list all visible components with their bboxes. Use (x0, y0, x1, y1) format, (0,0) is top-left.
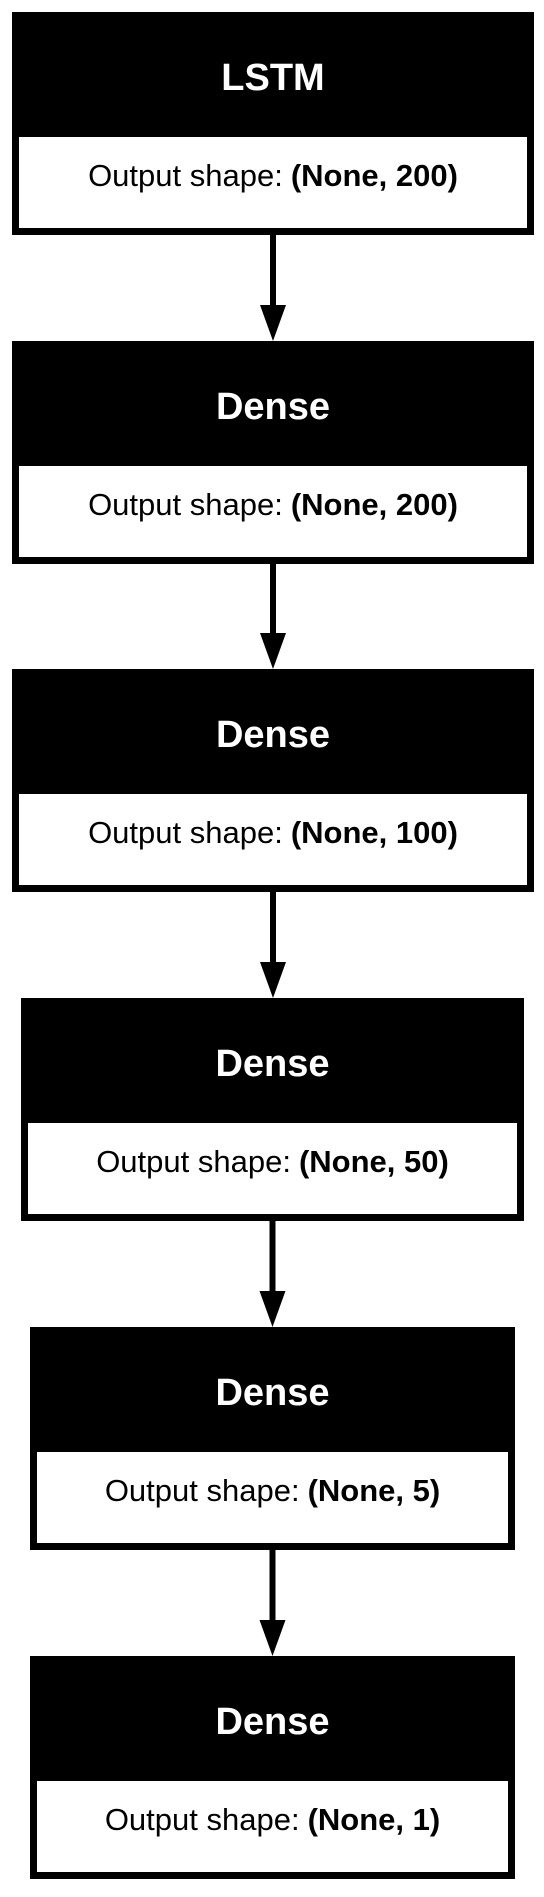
connector-arrowhead (259, 1620, 286, 1656)
layer-title: Dense (19, 348, 527, 466)
connector-arrowhead (259, 1291, 286, 1327)
layer-title: LSTM (19, 19, 527, 137)
output-shape-label: Output shape: (88, 814, 283, 850)
layer-node-dense-1: Dense Output shape: (None, 200) (12, 341, 534, 564)
edge-group (259, 235, 286, 1656)
layer-output-shape: Output shape: (None, 100) (19, 780, 527, 885)
output-shape-value: (None, 100) (290, 814, 458, 850)
layer-node-dense-3: Dense Output shape: (None, 50) (21, 998, 524, 1221)
layer-title: Dense (19, 676, 527, 794)
layer-title: Dense (37, 1334, 508, 1452)
output-shape-value: (None, 200) (290, 486, 458, 522)
output-shape-value: (None, 200) (290, 157, 458, 193)
layer-title: Dense (28, 1005, 517, 1123)
output-shape-value: (None, 5) (307, 1472, 441, 1508)
output-shape-label: Output shape: (88, 157, 283, 193)
layer-output-shape: Output shape: (None, 200) (19, 123, 527, 228)
connector-arrowhead (260, 305, 286, 341)
layer-output-shape: Output shape: (None, 200) (19, 452, 527, 557)
layer-node-dense-2: Dense Output shape: (None, 100) (12, 669, 534, 892)
layer-node-dense-4: Dense Output shape: (None, 5) (30, 1327, 515, 1550)
output-shape-value: (None, 50) (298, 1143, 449, 1179)
layer-output-shape: Output shape: (None, 5) (37, 1438, 508, 1543)
connector-arrowhead (260, 633, 286, 669)
output-shape-label: Output shape: (104, 1801, 300, 1837)
output-shape-value: (None, 1) (307, 1801, 441, 1837)
connector-arrowhead (260, 962, 286, 998)
output-shape-label: Output shape: (104, 1472, 300, 1508)
layer-output-shape: Output shape: (None, 50) (28, 1109, 517, 1214)
layer-title: Dense (37, 1663, 508, 1781)
output-shape-label: Output shape: (88, 486, 283, 522)
layer-output-shape: Output shape: (None, 1) (37, 1767, 508, 1872)
layer-node-lstm: LSTM Output shape: (None, 200) (12, 12, 534, 235)
layer-node-dense-5: Dense Output shape: (None, 1) (30, 1656, 515, 1879)
output-shape-label: Output shape: (96, 1143, 291, 1179)
